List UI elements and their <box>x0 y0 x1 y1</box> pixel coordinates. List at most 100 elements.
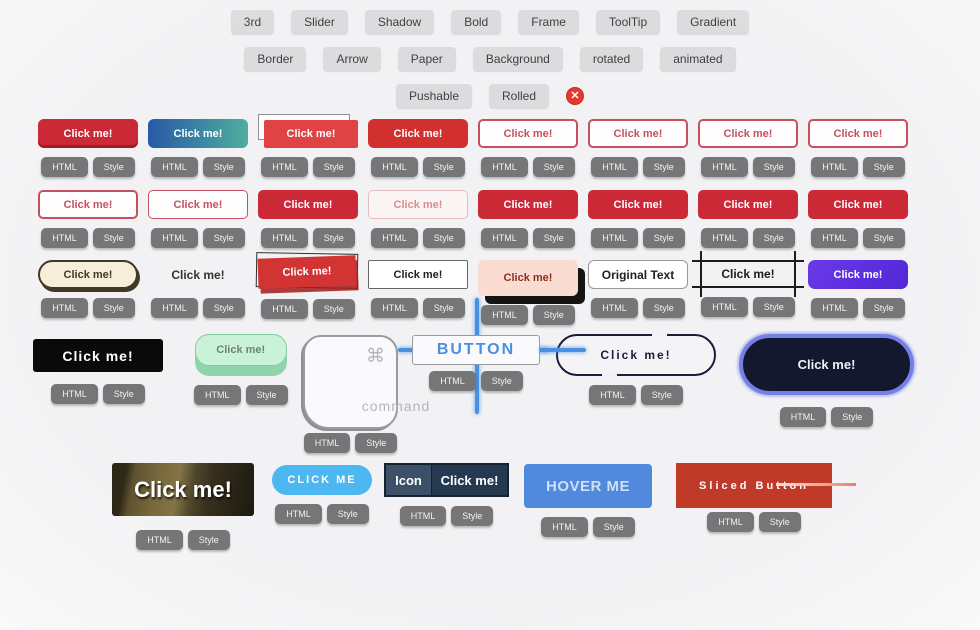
html-code-button[interactable]: HTML <box>51 384 98 404</box>
html-code-button[interactable]: HTML <box>371 228 418 248</box>
filter-tag-rotated[interactable]: rotated <box>579 47 644 71</box>
demo-outline-button[interactable]: Click me! <box>698 119 798 148</box>
demo-cream-pill-button[interactable]: Click me! <box>38 260 138 289</box>
style-code-button[interactable]: Style <box>831 407 874 427</box>
style-code-button[interactable]: Style <box>640 385 683 405</box>
html-code-button[interactable]: HTML <box>591 298 638 318</box>
style-code-button[interactable]: Style <box>312 228 355 248</box>
filter-tag-frame[interactable]: Frame <box>518 10 579 34</box>
style-code-button[interactable]: Style <box>642 228 685 248</box>
demo-rotated-red-button[interactable]: Click me! <box>257 255 357 289</box>
html-code-button[interactable]: HTML <box>701 228 748 248</box>
demo-outline-button[interactable]: Click me! <box>38 190 138 219</box>
html-code-button[interactable]: HTML <box>261 228 308 248</box>
style-code-button[interactable]: Style <box>862 228 905 248</box>
style-code-button[interactable]: Style <box>532 305 575 325</box>
filter-tag-3rd[interactable]: 3rd <box>230 10 275 34</box>
style-code-button[interactable]: Style <box>245 385 288 405</box>
style-code-button[interactable]: Style <box>422 298 465 318</box>
demo-outline-button[interactable]: Click me! <box>588 119 688 148</box>
style-code-button[interactable]: Style <box>355 433 398 453</box>
style-code-button[interactable]: Style <box>862 157 905 177</box>
demo-crosshair-button[interactable]: BUTTON <box>412 335 540 365</box>
demo-frame-lines-button[interactable]: Click me! <box>721 267 775 281</box>
html-code-button[interactable]: HTML <box>151 157 198 177</box>
html-code-button[interactable]: HTML <box>481 305 528 325</box>
demo-black-button[interactable]: Click me! <box>33 339 163 372</box>
style-code-button[interactable]: Style <box>758 512 801 532</box>
filter-tag-background[interactable]: Background <box>472 47 563 71</box>
html-code-button[interactable]: HTML <box>811 157 858 177</box>
demo-mint-pushable-button[interactable]: Click me! <box>194 334 287 366</box>
demo-solid-red-button[interactable]: Click me! <box>478 190 578 219</box>
style-code-button[interactable]: Style <box>592 517 635 537</box>
html-code-button[interactable]: HTML <box>591 157 638 177</box>
demo-image-background-button[interactable]: Click me! <box>112 463 254 516</box>
html-code-button[interactable]: HTML <box>261 157 308 177</box>
style-code-button[interactable]: Style <box>187 530 230 550</box>
demo-white-border-button[interactable]: Click me! <box>368 260 468 289</box>
html-code-button[interactable]: HTML <box>811 228 858 248</box>
demo-sliced-button[interactable]: Sliced Button <box>676 463 856 508</box>
demo-pink-shadow-button[interactable]: Click me! <box>478 260 578 296</box>
style-code-button[interactable]: Style <box>752 228 795 248</box>
demo-solid-red-button[interactable]: Click me! <box>368 119 468 148</box>
filter-tag-paper[interactable]: Paper <box>397 47 456 71</box>
demo-solid-red-button[interactable]: Click me! <box>588 190 688 219</box>
html-code-button[interactable]: HTML <box>707 512 754 532</box>
html-code-button[interactable]: HTML <box>701 297 748 317</box>
style-code-button[interactable]: Style <box>422 228 465 248</box>
demo-glow-pill-button[interactable]: Click me! <box>739 334 914 395</box>
filter-tag-bold[interactable]: Bold <box>451 10 502 34</box>
filter-tag-rolled[interactable]: Rolled <box>489 84 550 108</box>
html-code-button[interactable]: HTML <box>779 407 827 427</box>
filter-tag-arrow[interactable]: Arrow <box>323 47 381 71</box>
style-code-button[interactable]: Style <box>202 157 245 177</box>
style-code-button[interactable]: Style <box>102 384 145 404</box>
demo-outline-button[interactable]: Click me! <box>478 119 578 148</box>
style-code-button[interactable]: Style <box>451 506 494 526</box>
style-code-button[interactable]: Style <box>326 504 369 524</box>
demo-outline-thin-button[interactable]: Click me! <box>148 190 248 219</box>
demo-command-key-button[interactable]: ⌘ command <box>303 335 429 429</box>
html-code-button[interactable]: HTML <box>371 157 418 177</box>
html-code-button[interactable]: HTML <box>481 157 528 177</box>
filter-tag-shadow[interactable]: Shadow <box>364 10 435 34</box>
style-code-button[interactable]: Style <box>642 298 685 318</box>
html-code-button[interactable]: HTML <box>481 228 528 248</box>
style-code-button[interactable]: Style <box>862 298 905 318</box>
demo-solid-red-button[interactable]: Click me! <box>808 190 908 219</box>
html-code-button[interactable]: HTML <box>429 371 476 391</box>
html-code-button[interactable]: HTML <box>589 385 636 405</box>
html-code-button[interactable]: HTML <box>41 228 88 248</box>
demo-solid-red-button[interactable]: Click me! <box>698 190 798 219</box>
style-code-button[interactable]: Style <box>312 299 355 319</box>
demo-solid-red-button[interactable]: Click me! <box>258 190 358 219</box>
demo-icon-section-button[interactable]: Icon Click me! <box>384 463 509 497</box>
filter-tag-gradient[interactable]: Gradient <box>677 10 750 34</box>
html-code-button[interactable]: HTML <box>151 228 198 248</box>
filter-tag-pushable[interactable]: Pushable <box>395 84 472 108</box>
style-code-button[interactable]: Style <box>92 298 135 318</box>
demo-frame-offset-button[interactable]: Click me! <box>264 120 358 148</box>
style-code-button[interactable]: Style <box>422 157 465 177</box>
demo-cyan-pill-button[interactable]: CLICK ME <box>272 465 372 495</box>
demo-hover-me-button[interactable]: HOVER ME <box>524 464 652 508</box>
html-code-button[interactable]: HTML <box>811 298 858 318</box>
html-code-button[interactable]: HTML <box>41 157 88 177</box>
html-code-button[interactable]: HTML <box>701 157 748 177</box>
demo-gradient-button[interactable]: Click me! <box>148 119 248 148</box>
demo-faded-outline-button[interactable]: Click me! <box>368 190 468 219</box>
html-code-button[interactable]: HTML <box>194 385 241 405</box>
demo-original-text-button[interactable]: Original Text <box>588 260 688 289</box>
style-code-button[interactable]: Style <box>752 157 795 177</box>
html-code-button[interactable]: HTML <box>591 228 638 248</box>
html-code-button[interactable]: HTML <box>136 530 183 550</box>
style-code-button[interactable]: Style <box>92 157 135 177</box>
style-code-button[interactable]: Style <box>202 298 245 318</box>
demo-outline-button[interactable]: Click me! <box>808 119 908 148</box>
style-code-button[interactable]: Style <box>532 228 575 248</box>
html-code-button[interactable]: HTML <box>399 506 447 526</box>
html-code-button[interactable]: HTML <box>275 504 322 524</box>
demo-purple-button[interactable]: Click me! <box>808 260 908 289</box>
